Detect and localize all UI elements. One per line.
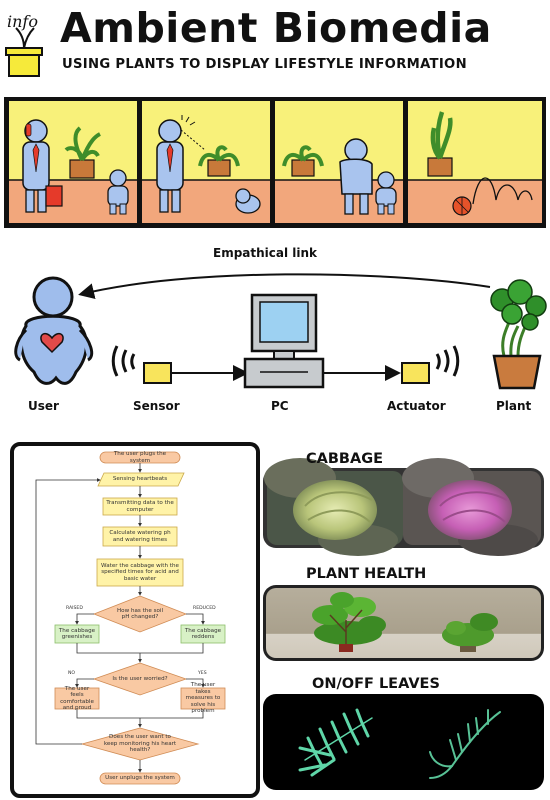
comic-panel-4 xyxy=(408,101,542,223)
user-label: User xyxy=(28,399,59,413)
plant-health-photo xyxy=(263,585,544,661)
logo-plant-icon xyxy=(5,27,43,77)
pc-icon xyxy=(243,293,325,389)
flowchart-shapes xyxy=(35,451,226,785)
cabbage-title: CABBAGE xyxy=(306,451,383,467)
flow-decision-ph: How has the soil pH changed? xyxy=(116,607,164,620)
flow-water: Water the cabbage with the specified tim… xyxy=(101,562,179,582)
flow-branch-no: NO xyxy=(68,671,76,676)
flow-comfortable: The user feels comfortable and proud xyxy=(60,685,94,711)
flow-measures: The user takes measures to solve his pro… xyxy=(185,682,221,714)
comic-panel-1 xyxy=(9,101,137,223)
flow-decision-worried: Is the user worried? xyxy=(112,675,168,682)
comic-strip xyxy=(4,97,546,228)
closed-leaf xyxy=(429,709,501,779)
open-leaf xyxy=(298,708,373,777)
sensor-label: Sensor xyxy=(133,399,180,413)
empathical-link-label: Empathical link xyxy=(213,246,318,260)
comic-panel-3 xyxy=(275,101,403,223)
flow-reddens: The cabbage reddens xyxy=(184,627,222,640)
plant-health-title: PLANT HEALTH xyxy=(306,566,427,582)
flow-branch-raised: RAISED xyxy=(66,606,83,611)
user-figure-icon xyxy=(14,276,94,385)
on-off-leaves-title: ON/OFF LEAVES xyxy=(312,676,440,692)
wilted-plant xyxy=(442,613,498,652)
sensor-icon xyxy=(111,345,172,384)
flow-branch-yes: YES xyxy=(198,671,207,676)
actuator-icon xyxy=(401,345,460,384)
comic-panel-2 xyxy=(142,101,270,223)
healthy-plant xyxy=(312,592,386,652)
leaves-photo xyxy=(263,694,544,790)
flow-start: The user plugs the system xyxy=(113,451,167,464)
pc-label: PC xyxy=(271,399,289,413)
plant-icon xyxy=(490,279,547,390)
page-subtitle: USING PLANTS TO DISPLAY LIFESTYLE INFORM… xyxy=(62,57,467,72)
flow-calculate: Calculate watering ph and watering times xyxy=(109,530,171,543)
system-diagram xyxy=(14,273,547,390)
flow-transmit: Transmitting data to the computer xyxy=(106,500,174,513)
empathical-link-arrow xyxy=(78,273,491,299)
flow-sensing: Sensing heartbeats xyxy=(112,476,168,483)
header-graphics xyxy=(5,27,43,77)
logo-text: info xyxy=(7,12,38,31)
flow-greenishes: The cabbage greenishes xyxy=(58,627,96,640)
actuator-label: Actuator xyxy=(387,399,446,413)
cabbage-photo xyxy=(263,458,544,556)
flow-decision-monitor: Does the user want to keep monitoring hi… xyxy=(103,734,177,754)
flow-end: User unplugs the system xyxy=(105,775,175,782)
flow-branch-reduced: REDUCED xyxy=(193,606,216,611)
plant-label: Plant xyxy=(496,399,532,413)
page-title: Ambient Biomedia xyxy=(60,4,492,52)
